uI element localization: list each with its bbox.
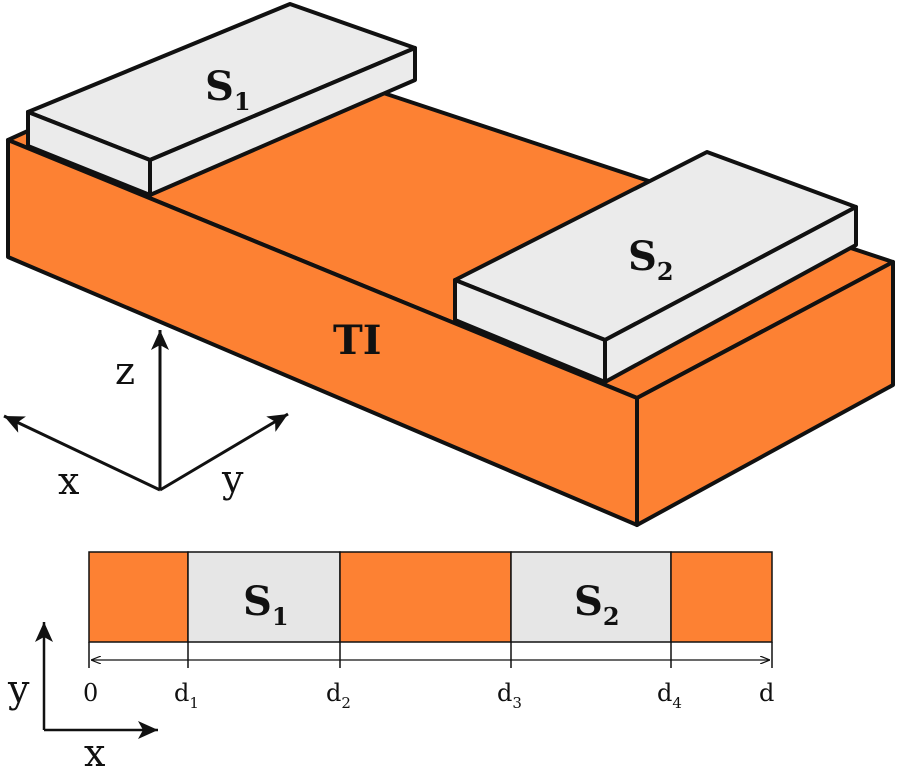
tick-label-d: d: [759, 679, 774, 707]
perspective-view: S1 S2 TI z x y: [3, 2, 895, 527]
x-axis-label: x: [58, 459, 79, 503]
strip-s1-label: S1: [243, 578, 289, 631]
tick-label-d3: d3: [497, 679, 522, 712]
s2-label: S2: [628, 233, 674, 286]
top-view: S1 S2 0 d1 d2 d3 d4 d: [7, 551, 774, 768]
z-axis-label: z: [115, 349, 135, 393]
y-axis-label: y: [221, 457, 244, 501]
x-axis-arrow: [3, 414, 161, 492]
strip-s2-label: S2: [574, 578, 620, 631]
strip-ti-segment-1: [88, 551, 189, 643]
strip-ti-segment-2: [339, 551, 512, 643]
strip-s2-segment: [510, 551, 672, 643]
s1-label: S1: [205, 63, 251, 116]
strip-ti-segment-3: [670, 551, 773, 643]
top-view-axes: y x: [7, 622, 158, 768]
perspective-axes: z x y: [3, 330, 289, 503]
top-view-y-axis-label: y: [7, 667, 30, 711]
tick-label-d2: d2: [326, 679, 351, 712]
ti-right-face: [635, 260, 895, 527]
s1-right-face: [148, 46, 417, 197]
tick-label-d4: d4: [657, 679, 682, 712]
tick-label-d1: d1: [174, 679, 199, 712]
s2-right-face: [603, 205, 858, 384]
top-view-x-axis-label: x: [84, 731, 105, 768]
y-axis-arrow: [159, 412, 289, 492]
tick-label-0: 0: [83, 679, 98, 707]
ti-label: TI: [333, 317, 381, 364]
